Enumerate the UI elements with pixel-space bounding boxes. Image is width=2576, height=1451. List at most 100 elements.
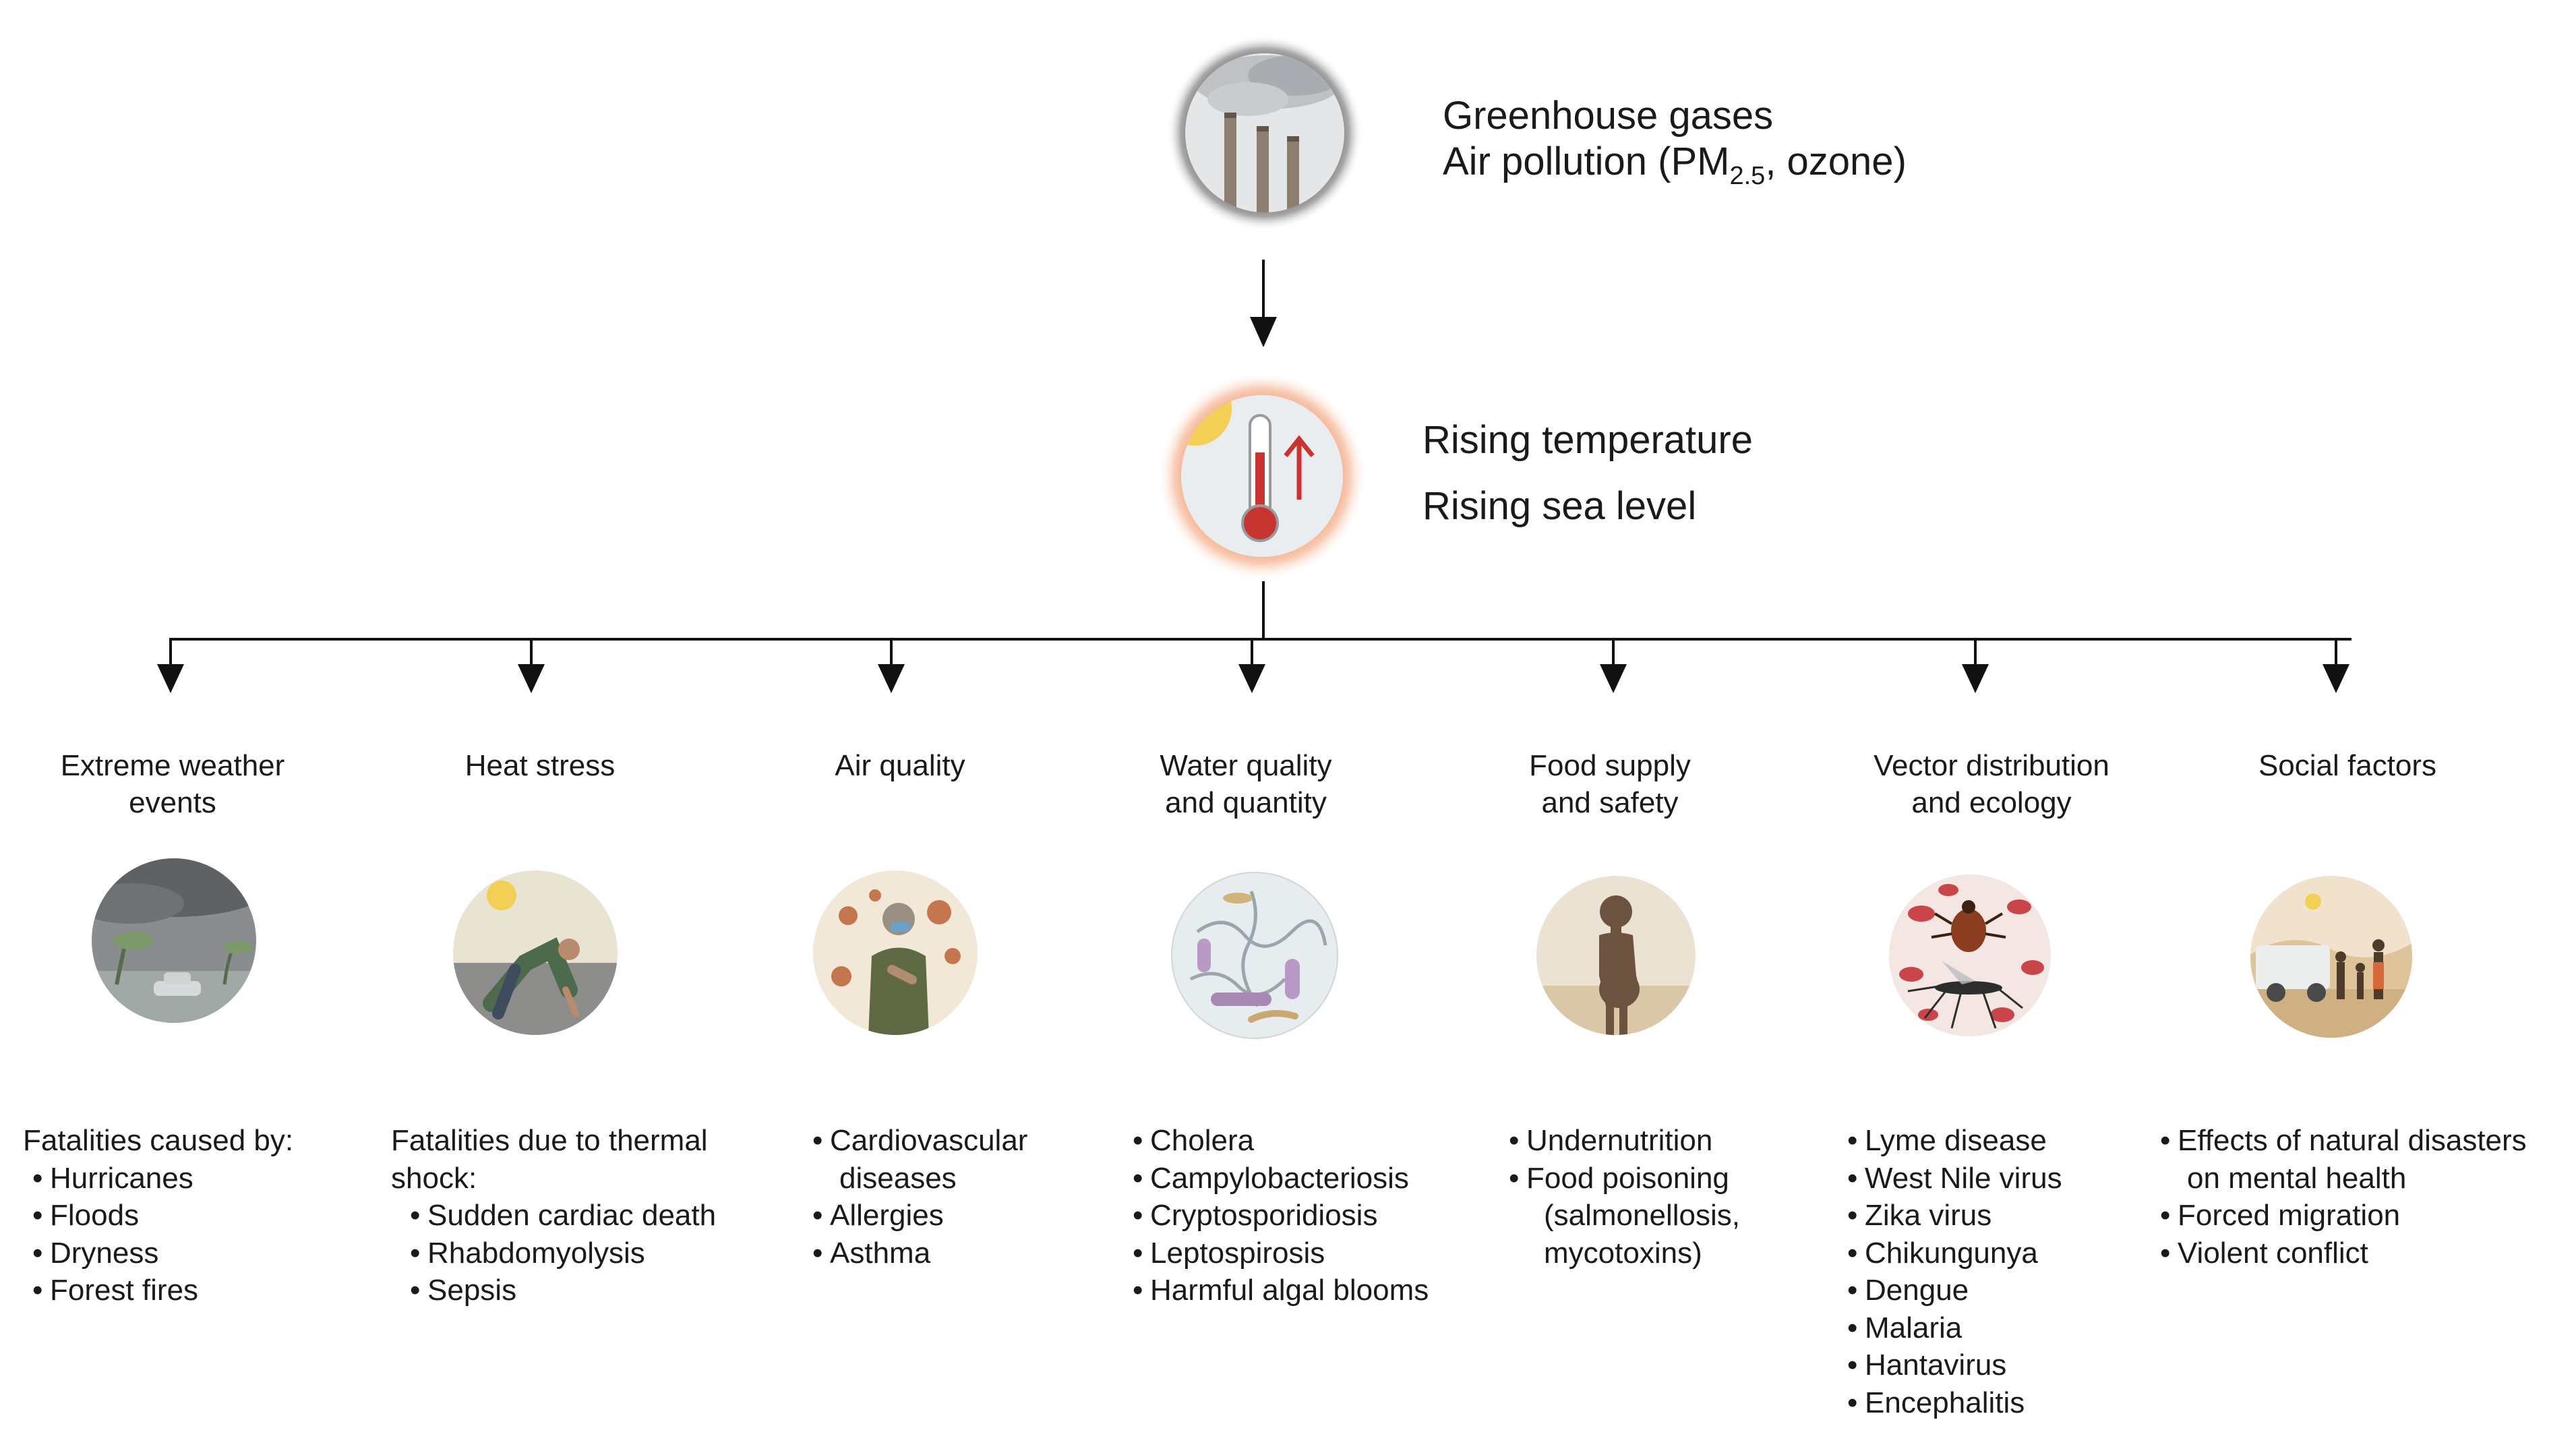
branch-arrowhead-0 [157, 664, 184, 693]
branch-arrowhead-2 [878, 664, 905, 693]
bullet: • [812, 1199, 823, 1232]
list-item-text: on mental health [2187, 1161, 2407, 1195]
list-item: •Dryness [23, 1235, 293, 1272]
refugees-icon [2249, 875, 2414, 1043]
branch-arrowhead-4 [1600, 664, 1627, 693]
greenhouse-gases-text: Greenhouse gases [1443, 94, 1774, 138]
list-item: •Encephalitis [1847, 1384, 2062, 1422]
list-vector-distribution: •Lyme disease•West Nile virus•Zika virus… [1847, 1122, 2062, 1421]
list-item-text: West Nile virus [1865, 1161, 2062, 1195]
bullet: • [1133, 1199, 1143, 1232]
category-title-heat-stress: Heat stress [465, 749, 616, 782]
list-item: •Malaria [1847, 1309, 2062, 1347]
list-item-text: Malaria [1865, 1311, 1963, 1344]
list-item: •Cryptosporidiosis [1133, 1197, 1429, 1235]
list-item: •Hantavirus [1847, 1346, 2062, 1384]
list-item: •Rhabdomyolysis [391, 1235, 716, 1272]
list-item-text: Asthma [830, 1236, 931, 1270]
list-item-text: Leptospirosis [1150, 1236, 1325, 1270]
branch-arrowhead-1 [518, 664, 545, 693]
list-item: •Sepsis [391, 1272, 716, 1309]
bullet: • [1133, 1236, 1143, 1270]
arrowhead [1250, 317, 1277, 347]
list-item-text: Fatalities due to thermal [391, 1124, 708, 1157]
list-item-text: Floods [50, 1199, 140, 1232]
bullet: • [1509, 1124, 1520, 1157]
bullet: • [32, 1161, 43, 1195]
bullet: • [2160, 1199, 2171, 1232]
bullet: • [1847, 1311, 1858, 1344]
list-item-text: Hurricanes [50, 1161, 193, 1195]
list-item: •Food poisoning [1509, 1160, 1740, 1197]
list-item-text: Chikungunya [1865, 1236, 2038, 1270]
bullet: • [410, 1236, 421, 1270]
list-item-text: mycotoxins) [1544, 1236, 1702, 1270]
bullet: • [1847, 1236, 1858, 1270]
list-item: mycotoxins) [1509, 1235, 1740, 1272]
bullet: • [812, 1236, 823, 1270]
list-item-text: (salmonellosis, [1544, 1199, 1740, 1232]
list-item-text: Violent conflict [2178, 1236, 2368, 1270]
list-item: •Forced migration [2160, 1197, 2527, 1235]
list-item: •Sudden cardiac death [391, 1197, 716, 1235]
list-item: •Allergies [812, 1197, 1027, 1235]
pollution-label: Greenhouse gases Air pollution (PM2.5, o… [1443, 93, 1907, 199]
bullet: • [1133, 1274, 1143, 1307]
list-item-text: Harmful algal blooms [1150, 1274, 1429, 1307]
list-item: •Zika virus [1847, 1197, 2062, 1235]
category-title-social-factors: Social factors [2258, 749, 2437, 782]
branch-arrowhead-3 [1238, 664, 1265, 693]
list-item: (salmonellosis, [1509, 1197, 1740, 1235]
rising-temperature-text: Rising temperature [1422, 418, 1753, 462]
list-item: •Asthma [812, 1235, 1027, 1272]
category-title-air-quality: Air quality [835, 749, 965, 782]
list-item-text: Cryptosporidiosis [1150, 1199, 1378, 1232]
list-item-text: diseases [839, 1161, 957, 1195]
list-item-text: Forest fires [50, 1274, 199, 1307]
list-item-text: Effects of natural disasters [2178, 1124, 2527, 1157]
bullet: • [1847, 1161, 1858, 1195]
factory-smoke-icon [1167, 35, 1362, 231]
list-item: •Floods [23, 1197, 293, 1235]
bullet: • [32, 1199, 43, 1232]
air-pollution-text: Air pollution (PM2.5, ozone) [1443, 140, 1907, 190]
list-item: •Cholera [1133, 1122, 1429, 1160]
list-item-text: Campylobacteriosis [1150, 1161, 1409, 1195]
bullet: • [1847, 1199, 1858, 1232]
list-item-text: Sudden cardiac death [427, 1199, 717, 1232]
bullet: • [1847, 1349, 1858, 1382]
bullet: • [2160, 1236, 2171, 1270]
list-item-text: Allergies [830, 1199, 944, 1232]
list-item: •Effects of natural disasters [2160, 1122, 2527, 1160]
list-item: •Chikungunya [1847, 1235, 2062, 1272]
list-item-text: Encephalitis [1865, 1386, 2025, 1419]
list-item-text: Rhabdomyolysis [427, 1236, 645, 1270]
list-item-text: Dengue [1865, 1274, 1969, 1307]
list-item: •Campylobacteriosis [1133, 1160, 1429, 1197]
list-item: on mental health [2160, 1160, 2527, 1197]
bullet: • [1847, 1386, 1858, 1419]
bullet: • [32, 1274, 43, 1307]
list-item: •Leptospirosis [1133, 1235, 1429, 1272]
branch-arrowhead-5 [1962, 664, 1989, 693]
list-item: •Harmful algal blooms [1133, 1272, 1429, 1309]
list-extreme-weather: Fatalities caused by:•Hurricanes•Floods•… [23, 1122, 293, 1309]
tick-mosquito-icon [1888, 873, 2053, 1042]
list-item-text: shock: [391, 1161, 477, 1195]
thermometer-icon [1158, 372, 1367, 581]
list-item-text: Undernutrition [1526, 1124, 1713, 1157]
bullet: • [1847, 1124, 1858, 1157]
list-item: •Forest fires [23, 1272, 293, 1309]
list-item: •Lyme disease [1847, 1122, 2062, 1160]
list-item-text: Forced migration [2178, 1199, 2401, 1232]
bullet: • [1509, 1161, 1520, 1195]
coughing-person-icon [811, 868, 980, 1040]
